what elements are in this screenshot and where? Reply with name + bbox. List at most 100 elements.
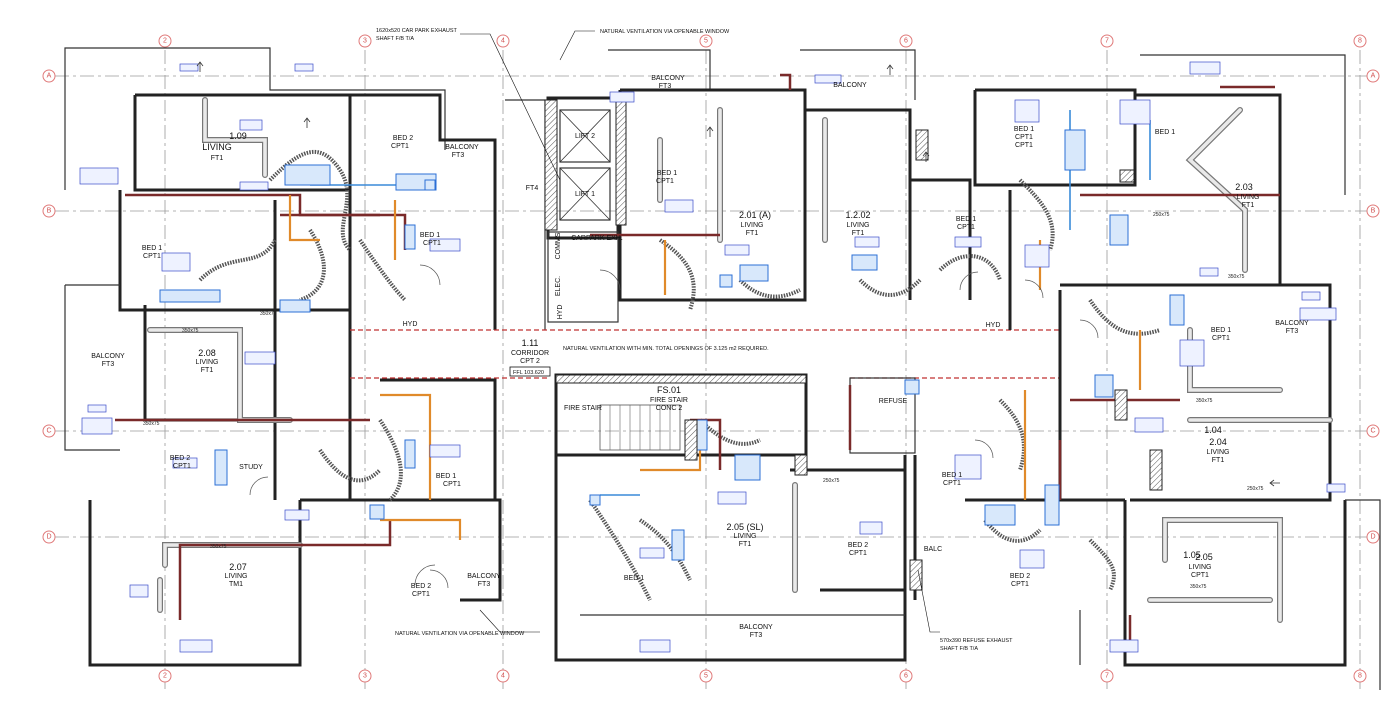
grid-bubble-col-3-bottom: 3 bbox=[358, 669, 372, 683]
annotation-notes: 1620x520 CAR PARK EXHAUST SHAFT F/B T/A … bbox=[376, 28, 1013, 652]
room-bed1-mid: BED 1 bbox=[657, 170, 677, 177]
grid-bubble-row-D-left: D bbox=[42, 530, 56, 544]
grid-bubble-col-4-top: 4 bbox=[496, 34, 510, 48]
svg-text:D: D bbox=[1370, 534, 1375, 541]
room-corridor-name: CORRIDOR bbox=[511, 350, 549, 357]
room-bed2-top-left-finish: CPT1 bbox=[391, 143, 409, 150]
svg-text:6: 6 bbox=[904, 38, 908, 45]
svg-text:7: 7 bbox=[1105, 38, 1109, 45]
svg-text:8: 8 bbox=[1358, 38, 1362, 45]
duct-size-label: 250x75 bbox=[1247, 486, 1264, 492]
svg-text:4: 4 bbox=[501, 673, 505, 680]
duct-size-label: 350x75 bbox=[143, 421, 160, 427]
grid-lines bbox=[55, 50, 1375, 690]
svg-text:4: 4 bbox=[501, 38, 505, 45]
room-1-09-finish: FT1 bbox=[211, 155, 224, 162]
room-balcony-left-finish: FT3 bbox=[102, 361, 115, 368]
grid-bubble-col-8-top: 8 bbox=[1353, 34, 1367, 48]
duct-size-label: 350x75 bbox=[1196, 398, 1213, 404]
room-balcony-right-finish: FT3 bbox=[1286, 328, 1299, 335]
note-car-park-exhaust-2: SHAFT F/B T/A bbox=[376, 36, 414, 42]
flex-ducts bbox=[198, 150, 1161, 601]
leader-lines bbox=[460, 30, 940, 633]
svg-text:B: B bbox=[47, 208, 52, 215]
door-swings bbox=[249, 264, 1099, 589]
note-natural-vent-corridor: NATURAL VENTILATION WITH MIN. TOTAL OPEN… bbox=[563, 346, 769, 352]
note-natural-vent-bottom: NATURAL VENTILATION VIA OPENABLE WINDOW bbox=[395, 631, 525, 637]
room-2-08-finish: FT1 bbox=[201, 367, 214, 374]
room-bed1-right-finish: CPT1 bbox=[1212, 335, 1230, 342]
room-2-05sl-name: LIVING bbox=[734, 533, 757, 540]
svg-text:C: C bbox=[1370, 428, 1375, 435]
room-2-04-number: 2.04 bbox=[1209, 437, 1227, 447]
room-1-05-name: LIVING bbox=[1189, 564, 1212, 571]
window-markers bbox=[196, 61, 1280, 487]
grid-bubble-col-3-top: 3 bbox=[358, 34, 372, 48]
svg-text:6: 6 bbox=[904, 673, 908, 680]
grid-bubble-row-D-right: D bbox=[1366, 530, 1380, 544]
svg-text:2: 2 bbox=[163, 38, 167, 45]
room-bed1-top-right2: BED 1 bbox=[1155, 129, 1175, 136]
equipment-tags bbox=[79, 61, 1346, 653]
room-lift-2: LIFT 2 bbox=[575, 133, 595, 140]
grid-bubble-row-B-right: B bbox=[1366, 204, 1380, 218]
room-2-05-number: 2.05 bbox=[1195, 552, 1213, 562]
room-2-05sl-finish: FT1 bbox=[739, 541, 752, 548]
room-bed2-right-low-finish: CPT1 bbox=[1011, 581, 1029, 588]
svg-text:3: 3 bbox=[363, 38, 367, 45]
room-1-05-finish: CPT1 bbox=[1191, 572, 1209, 579]
room-fs01-number: FS.01 bbox=[657, 385, 681, 395]
room-balcony-top-left-finish: FT3 bbox=[452, 152, 465, 159]
svg-text:B: B bbox=[1371, 208, 1376, 215]
room-2-05sl-number: 2.05 (SL) bbox=[726, 522, 763, 532]
room-2-03-name: LIVING bbox=[1237, 194, 1260, 201]
room-balcony-left: BALCONY bbox=[91, 353, 125, 360]
svg-text:A: A bbox=[47, 73, 52, 80]
grid-bubble-row-A-right: A bbox=[1366, 69, 1380, 83]
room-bed2-lower-left-finish: CPT1 bbox=[173, 463, 191, 470]
grid-bubbles: 2 3 4 5 6 7 8 2 3 4 5 6 7 8 A B C D A B … bbox=[42, 34, 1380, 683]
room-2-07-name: LIVING bbox=[225, 573, 248, 580]
room-bed1-mid-right-finish: CPT1 bbox=[957, 224, 975, 231]
room-bed1-mid-finish: CPT1 bbox=[656, 178, 674, 185]
duct-size-labels: 350x75 350x75 350x75 250x75 350x75 350x7… bbox=[143, 212, 1264, 590]
room-1-04-number: 1.04 bbox=[1204, 425, 1222, 435]
room-corridor-finish: CPT 2 bbox=[520, 358, 540, 365]
room-bed1-mid-right: BED 1 bbox=[956, 216, 976, 223]
duct-size-label: 350x75 bbox=[210, 544, 227, 550]
room-fs01-name: FIRE STAIR bbox=[650, 397, 688, 404]
building-walls bbox=[64, 47, 1381, 690]
room-bed1-top-right-2-finish: CPT1 bbox=[1015, 142, 1033, 149]
room-balcony-bottom-left-finish: FT3 bbox=[478, 581, 491, 588]
svg-text:8: 8 bbox=[1358, 673, 1362, 680]
room-2-01a-number: 2.01 (A) bbox=[739, 210, 771, 220]
room-2-08-number: 2.08 bbox=[198, 348, 216, 358]
room-bed2-bottom-mid-finish: CPT1 bbox=[849, 550, 867, 557]
room-bed1-left-finish: CPT1 bbox=[143, 253, 161, 260]
grid-bubble-row-C-right: C bbox=[1366, 424, 1380, 438]
duct-size-label: 350x75 bbox=[260, 311, 277, 317]
hatched-shafts bbox=[544, 99, 1163, 591]
grid-bubble-col-7-top: 7 bbox=[1100, 34, 1114, 48]
room-2-07-number: 2.07 bbox=[229, 562, 247, 572]
grid-bubble-row-C-left: C bbox=[42, 424, 56, 438]
refrigerant-pipes bbox=[115, 73, 1280, 640]
svg-text:A: A bbox=[1371, 73, 1376, 80]
room-balcony-right: BALCONY bbox=[1275, 320, 1309, 327]
room-ft4: FT4 bbox=[526, 185, 539, 192]
room-1-2-02-finish: FT1 bbox=[852, 230, 865, 237]
room-hyd-core: HYD bbox=[557, 305, 564, 320]
room-1-09-name: LIVING bbox=[202, 142, 232, 152]
room-bed2-bottom-left-finish: CPT1 bbox=[412, 591, 430, 598]
room-bed1-right-low: BED 1 bbox=[942, 472, 962, 479]
room-bed2-lower-left: BED 2 bbox=[170, 455, 190, 462]
grid-bubble-col-5-bottom: 5 bbox=[699, 669, 713, 683]
room-2-07-finish: TM1 bbox=[229, 581, 243, 588]
room-bed1-lower-left: BED 1 bbox=[436, 473, 456, 480]
room-study: STUDY bbox=[239, 464, 263, 471]
grid-bubble-col-6-top: 6 bbox=[899, 34, 913, 48]
room-elec: ELEC. bbox=[555, 276, 562, 296]
room-bed1-lower-left-finish: CPT1 bbox=[443, 481, 461, 488]
room-bed1-bottom-mid: BED 1 bbox=[624, 575, 644, 582]
room-balcony-bottom-mid-finish: FT3 bbox=[750, 632, 763, 639]
